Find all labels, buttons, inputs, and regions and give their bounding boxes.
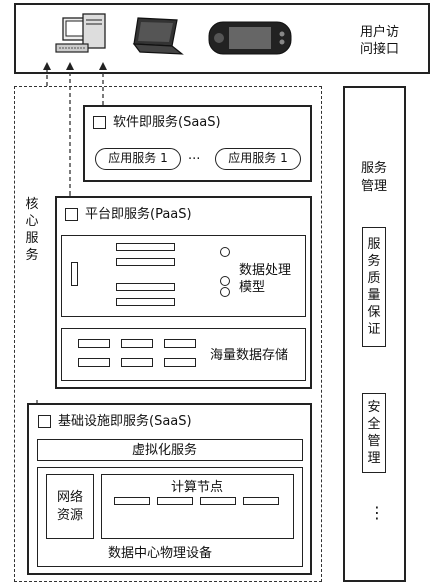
storage-block-6: [164, 358, 196, 367]
handheld-game-console-icon: [208, 21, 292, 55]
network-resource-label: 网络资源: [56, 490, 83, 523]
compute-node-label: 计算节点: [171, 480, 224, 495]
storage-block-2: [121, 339, 153, 348]
server-bar-4: [243, 497, 279, 505]
mass-storage-box: [61, 328, 306, 381]
virtualization-box: [37, 439, 303, 461]
service-quality-label: 服务质量保证: [367, 237, 381, 337]
security-label: 安全管理: [367, 400, 381, 466]
app-service-1-pill: 应用服务 1: [95, 148, 181, 170]
iaas-checkbox-icon: [38, 415, 51, 428]
more-items-ellipsis: ⋮: [369, 503, 385, 522]
saas-checkbox-icon: [93, 116, 106, 129]
network-resource-box: [46, 474, 94, 539]
service-management-title: 服务管理: [360, 161, 387, 194]
mass-storage-label: 海量数据存储: [210, 348, 289, 363]
paas-checkbox-icon: [65, 208, 78, 221]
data-processing-box: [61, 235, 306, 317]
server-bar-1: [114, 497, 150, 505]
user-access-label: 用户访问接口: [360, 25, 400, 57]
output-node-1: [220, 247, 230, 257]
virtualization-label: 虚拟化服务: [132, 443, 198, 458]
laptop-icon: [132, 17, 184, 55]
storage-block-3: [164, 339, 196, 348]
security-box: [362, 393, 386, 473]
process-rect-2: [116, 258, 175, 266]
storage-block-1: [78, 339, 110, 348]
server-bar-3: [200, 497, 236, 505]
core-services-container: [14, 86, 322, 582]
desktop-computer-icon: [55, 13, 106, 53]
process-rect-1: [116, 243, 175, 251]
data-processing-label: 数据处理模型: [239, 263, 292, 295]
output-node-3: [220, 287, 230, 297]
compute-node-box: [101, 474, 294, 539]
iaas-title: 基础设施即服务(SaaS): [58, 414, 192, 429]
datacenter-label: 数据中心物理设备: [108, 546, 213, 561]
output-node-2: [220, 276, 230, 286]
process-rect-3: [116, 283, 175, 291]
app-service-2-pill: 应用服务 1: [215, 148, 301, 170]
core-services-label: 核心服务: [25, 197, 39, 263]
saas-ellipsis: ···: [188, 152, 201, 167]
saas-title: 软件即服务(SaaS): [113, 115, 221, 130]
input-bar: [71, 262, 78, 286]
service-quality-box: [362, 227, 386, 347]
paas-title: 平台即服务(PaaS): [85, 207, 192, 222]
storage-block-5: [121, 358, 153, 367]
storage-block-4: [78, 358, 110, 367]
server-bar-2: [157, 497, 193, 505]
process-rect-4: [116, 298, 175, 306]
